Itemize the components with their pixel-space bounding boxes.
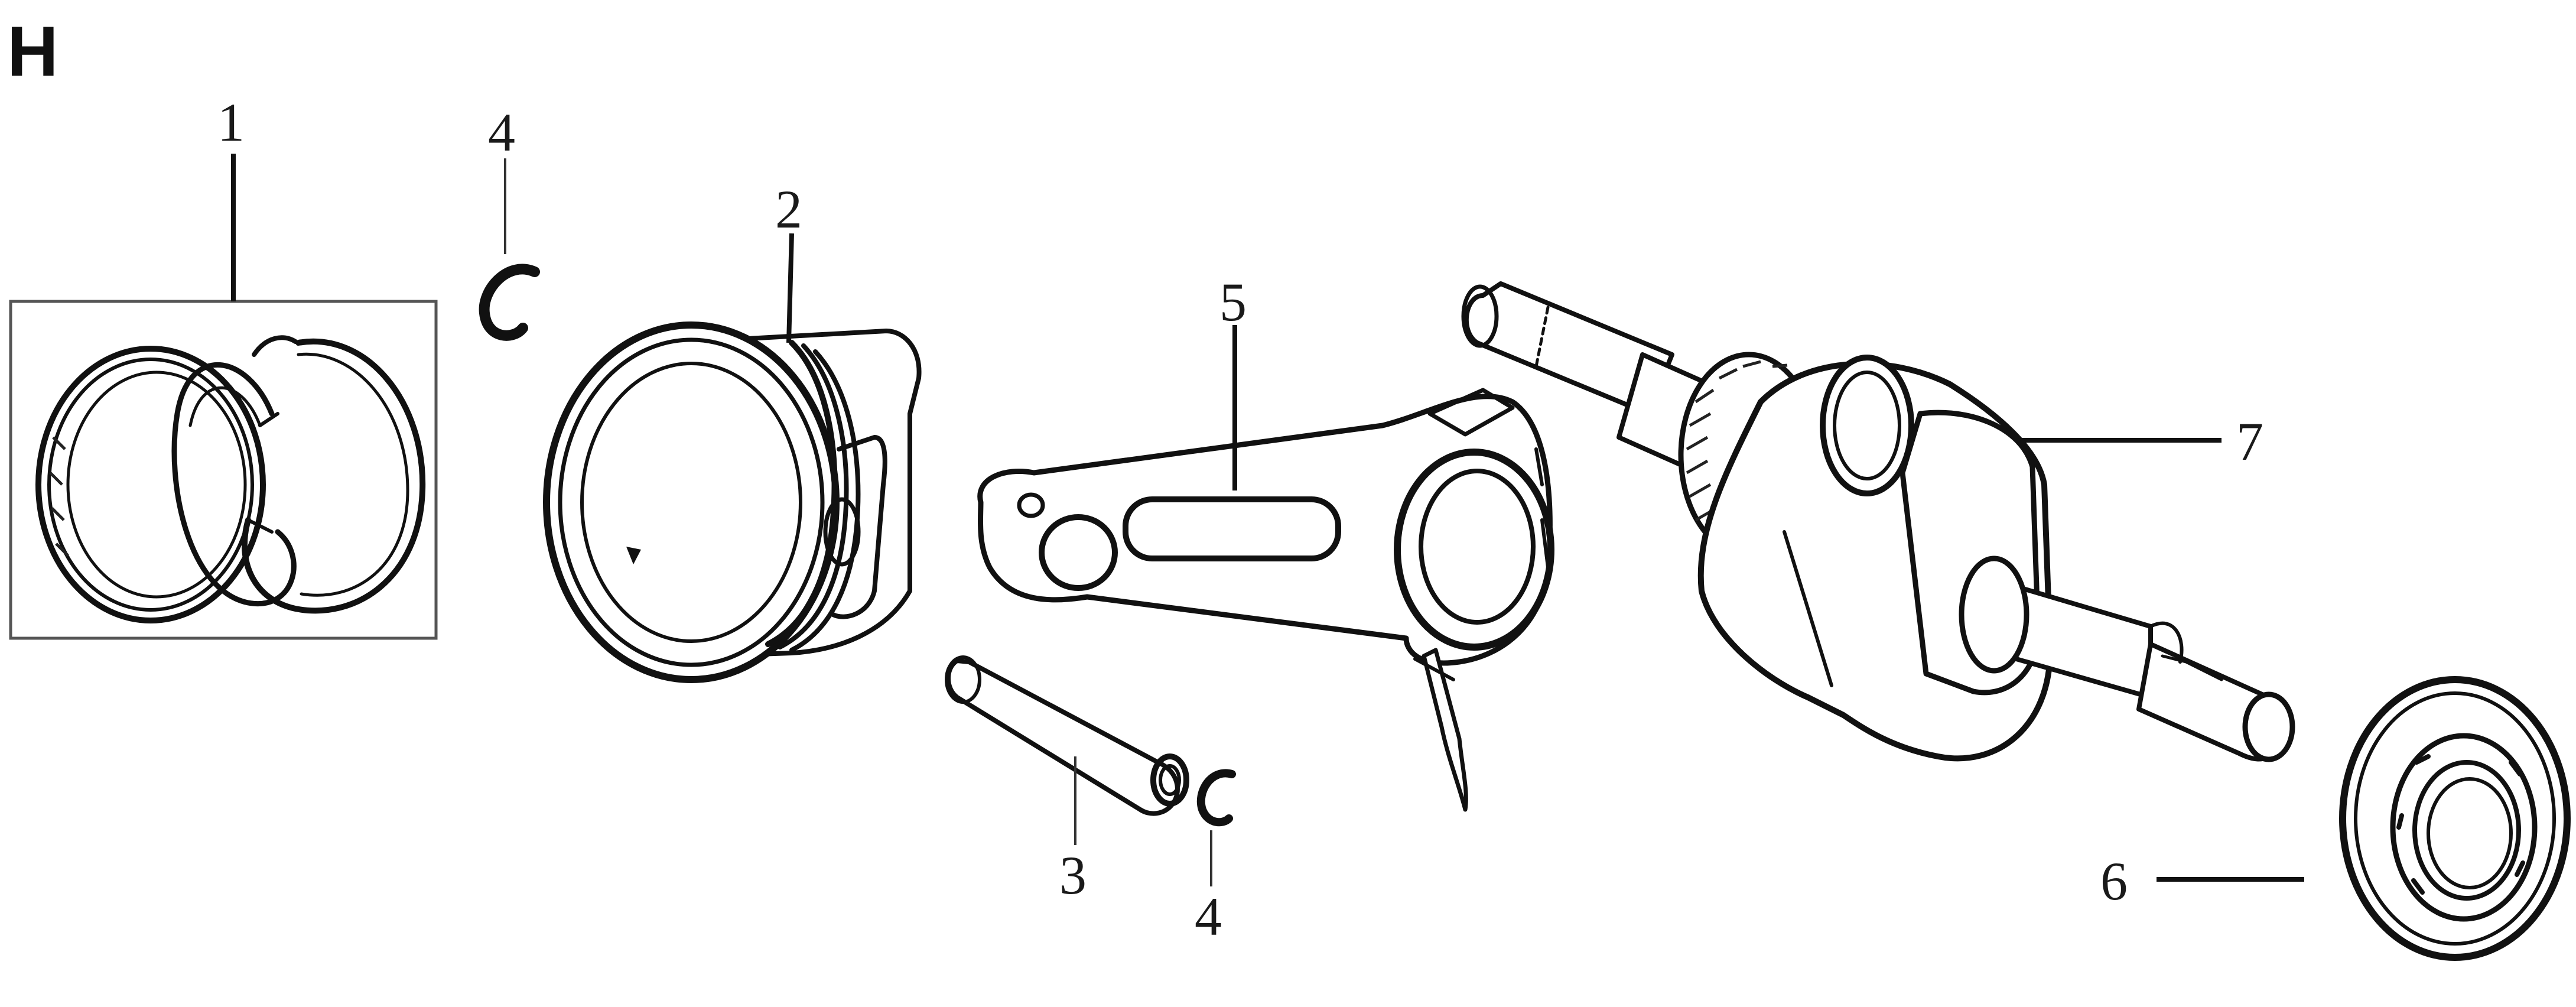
callout-7: 7 bbox=[2236, 411, 2263, 472]
callout-6: 6 bbox=[2100, 851, 2128, 911]
part-connecting-rod bbox=[977, 388, 1554, 812]
section-letter: H bbox=[7, 12, 58, 91]
part-piston-pin bbox=[945, 655, 1189, 816]
part-piston bbox=[543, 321, 922, 683]
part-piston-rings bbox=[9, 300, 438, 640]
leader-2 bbox=[786, 233, 794, 343]
part-circlip-top bbox=[479, 264, 540, 341]
part-ball-bearing bbox=[2339, 676, 2571, 961]
callout-2: 2 bbox=[775, 179, 802, 239]
part-circlip-bottom bbox=[1196, 769, 1236, 827]
part-crankshaft bbox=[1461, 281, 2295, 762]
callout-1: 1 bbox=[217, 92, 245, 152]
callout-4-bottom: 4 bbox=[1195, 886, 1222, 947]
callout-5: 5 bbox=[1219, 272, 1247, 332]
callout-3: 3 bbox=[1059, 845, 1087, 905]
callout-4-top: 4 bbox=[488, 102, 515, 163]
piston-rings-box bbox=[9, 300, 438, 640]
